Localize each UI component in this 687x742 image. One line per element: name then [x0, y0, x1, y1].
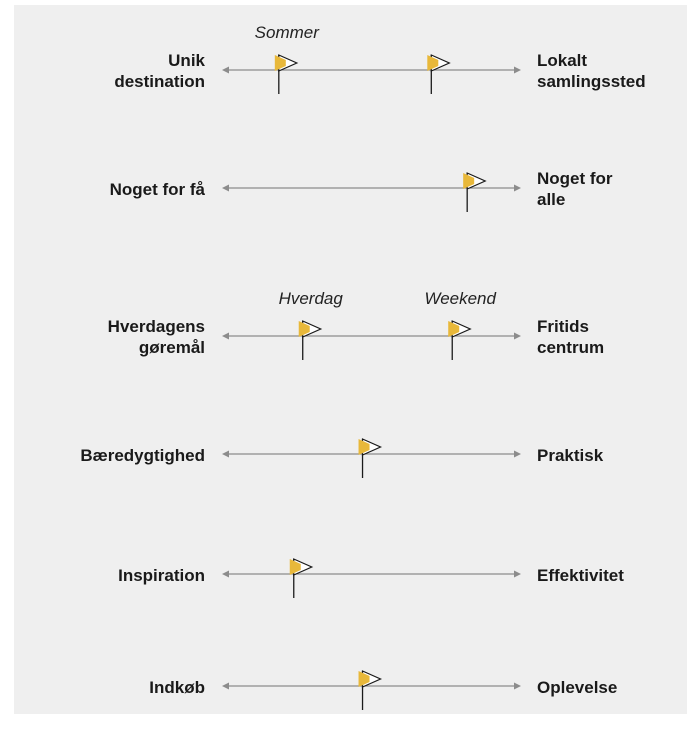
- diagram-panel: [14, 5, 687, 714]
